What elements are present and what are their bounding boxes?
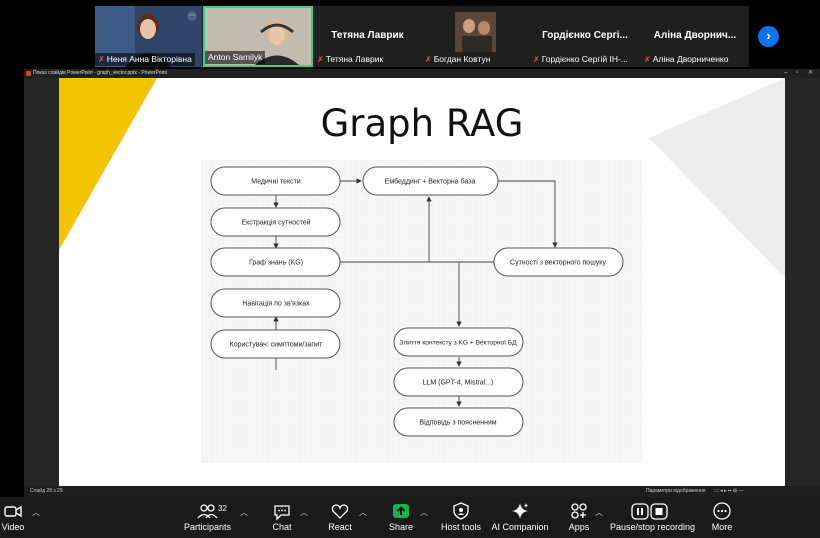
share-screen-icon	[391, 501, 411, 521]
powerpoint-titlebar: Показ слайдів PowerPoint - graph_vector.…	[24, 69, 820, 78]
participants-count: 32	[218, 504, 227, 513]
pause-stop-icon	[630, 501, 670, 521]
participant-tile[interactable]: Аліна Дворнич... ✗Аліна Дворниченко	[641, 6, 749, 67]
maximize-icon[interactable]: ▫	[796, 69, 798, 78]
flowchart: Медичні тексти Екстракція сутностей Граф…	[201, 160, 642, 463]
minimize-icon[interactable]: –	[784, 69, 787, 78]
more-button[interactable]: More	[709, 501, 735, 533]
slide: Graph RAG	[59, 78, 785, 486]
node-label: Медичні тексти	[251, 178, 301, 186]
mic-muted-icon: ✗	[317, 55, 324, 64]
more-icon	[712, 501, 732, 521]
mic-muted-icon: ✗	[533, 55, 540, 64]
participant-display-name: Аліна Дворнич...	[641, 30, 749, 41]
participant-tile[interactable]: ✗Богдан Ковтун	[422, 6, 529, 67]
chevron-up-icon[interactable]: ︿	[32, 507, 40, 518]
powerpoint-logo-icon	[26, 71, 31, 76]
react-label: React	[327, 521, 353, 533]
participant-name: ✗Неня Анна Вікторівна	[95, 53, 195, 66]
mic-muted-icon: ✗	[425, 55, 432, 64]
chevron-up-icon[interactable]: ︿	[595, 507, 603, 518]
host-tools-button[interactable]: Host tools	[440, 501, 482, 533]
chevron-right-icon: ›	[766, 28, 770, 43]
slideshow-nav-icons[interactable]: ▭ ◂ ▸ ▪▪ ⊞ —	[714, 486, 743, 497]
node-label: LLM (GPT-4, Mistral...)	[423, 380, 494, 387]
participant-name: Anton Samilyk	[205, 51, 265, 64]
chevron-up-icon[interactable]: ︿	[359, 507, 367, 518]
node-label: Навігація по зв'язках	[242, 300, 310, 308]
participants-icon	[196, 501, 218, 521]
node-label: Відповідь з поясненням	[419, 419, 496, 427]
node-label: Граф знань (KG)	[249, 260, 303, 267]
participant-name: ✗Тетяна Лаврик	[314, 53, 386, 66]
apps-icon	[568, 501, 590, 521]
window-title: Показ слайдів PowerPoint - graph_vector.…	[33, 69, 167, 78]
ai-companion-button[interactable]: AI Companion	[491, 501, 549, 533]
node-label: Екстракція сутностей	[241, 219, 310, 227]
participant-display-name: Гордієнко Сергі...	[530, 30, 640, 41]
video-label: Video	[0, 521, 26, 533]
react-button[interactable]: React	[327, 501, 353, 533]
share-button[interactable]: Share	[388, 501, 414, 533]
sparkle-icon	[510, 501, 530, 521]
chevron-up-icon[interactable]: ︿	[240, 507, 248, 518]
node-label: Користувач: симптоми/запит	[230, 342, 323, 349]
powerpoint-statusbar: Слайд 28 з 29 Параметри відображення ▭ ◂…	[24, 486, 820, 497]
participant-tile[interactable]: Гордієнко Сергі... ✗Гордієнко Сергій ІН-…	[530, 6, 640, 67]
participant-tile[interactable]: Тетяна Лаврик ✗Тетяна Лаврик	[314, 6, 421, 67]
participant-name: ✗Гордієнко Сергій ІН-...	[530, 53, 631, 66]
participant-video	[422, 6, 529, 54]
participant-strip: ⋯ ✗Неня Анна Вікторівна Anton Samilyk Те…	[95, 6, 749, 67]
shield-icon	[451, 501, 471, 521]
participant-name: ✗Богдан Ковтун	[422, 53, 493, 66]
slide-counter: Слайд 28 з 29	[30, 486, 63, 497]
node-label: Злиття контексту з KG + Векторної БД	[399, 340, 517, 347]
close-icon[interactable]: ✕	[808, 69, 813, 78]
next-page-button[interactable]: ›	[758, 26, 779, 47]
video-button[interactable]: Video	[0, 501, 26, 533]
participant-tile[interactable]: ⋯ ✗Неня Анна Вікторівна	[95, 6, 202, 67]
chevron-up-icon[interactable]: ︿	[300, 507, 308, 518]
ai-companion-label: AI Companion	[491, 521, 549, 533]
meeting-toolbar: Video ︿ Participants 32 ︿ Chat ︿ React ︿…	[0, 497, 820, 538]
heart-icon	[330, 501, 350, 521]
apps-button[interactable]: Apps	[566, 501, 592, 533]
host-tools-label: Host tools	[440, 521, 482, 533]
mic-muted-icon: ✗	[644, 55, 651, 64]
recording-button[interactable]: Pause/stop recording	[610, 501, 690, 533]
apps-label: Apps	[566, 521, 592, 533]
share-label: Share	[388, 521, 414, 533]
participant-display-name: Тетяна Лаврик	[314, 30, 421, 41]
chat-icon	[272, 501, 292, 521]
recording-label: Pause/stop recording	[610, 521, 690, 533]
participant-tile[interactable]: Anton Samilyk	[203, 6, 313, 67]
more-label: More	[709, 521, 735, 533]
chat-label: Chat	[270, 521, 294, 533]
chat-button[interactable]: Chat	[270, 501, 294, 533]
node-label: Ембеддинг + Векторна база	[385, 178, 476, 186]
slide-title: Graph RAG	[59, 102, 785, 145]
mic-muted-icon: ✗	[98, 55, 105, 64]
participants-label: Participants	[184, 521, 230, 533]
node-label: Сутності з векторного пошуку	[510, 259, 606, 267]
participant-name: ✗Аліна Дворниченко	[641, 53, 731, 66]
display-settings[interactable]: Параметри відображення	[646, 486, 706, 497]
more-icon[interactable]: ⋯	[187, 11, 197, 21]
video-camera-icon	[3, 501, 23, 521]
chevron-up-icon[interactable]: ︿	[420, 507, 428, 518]
